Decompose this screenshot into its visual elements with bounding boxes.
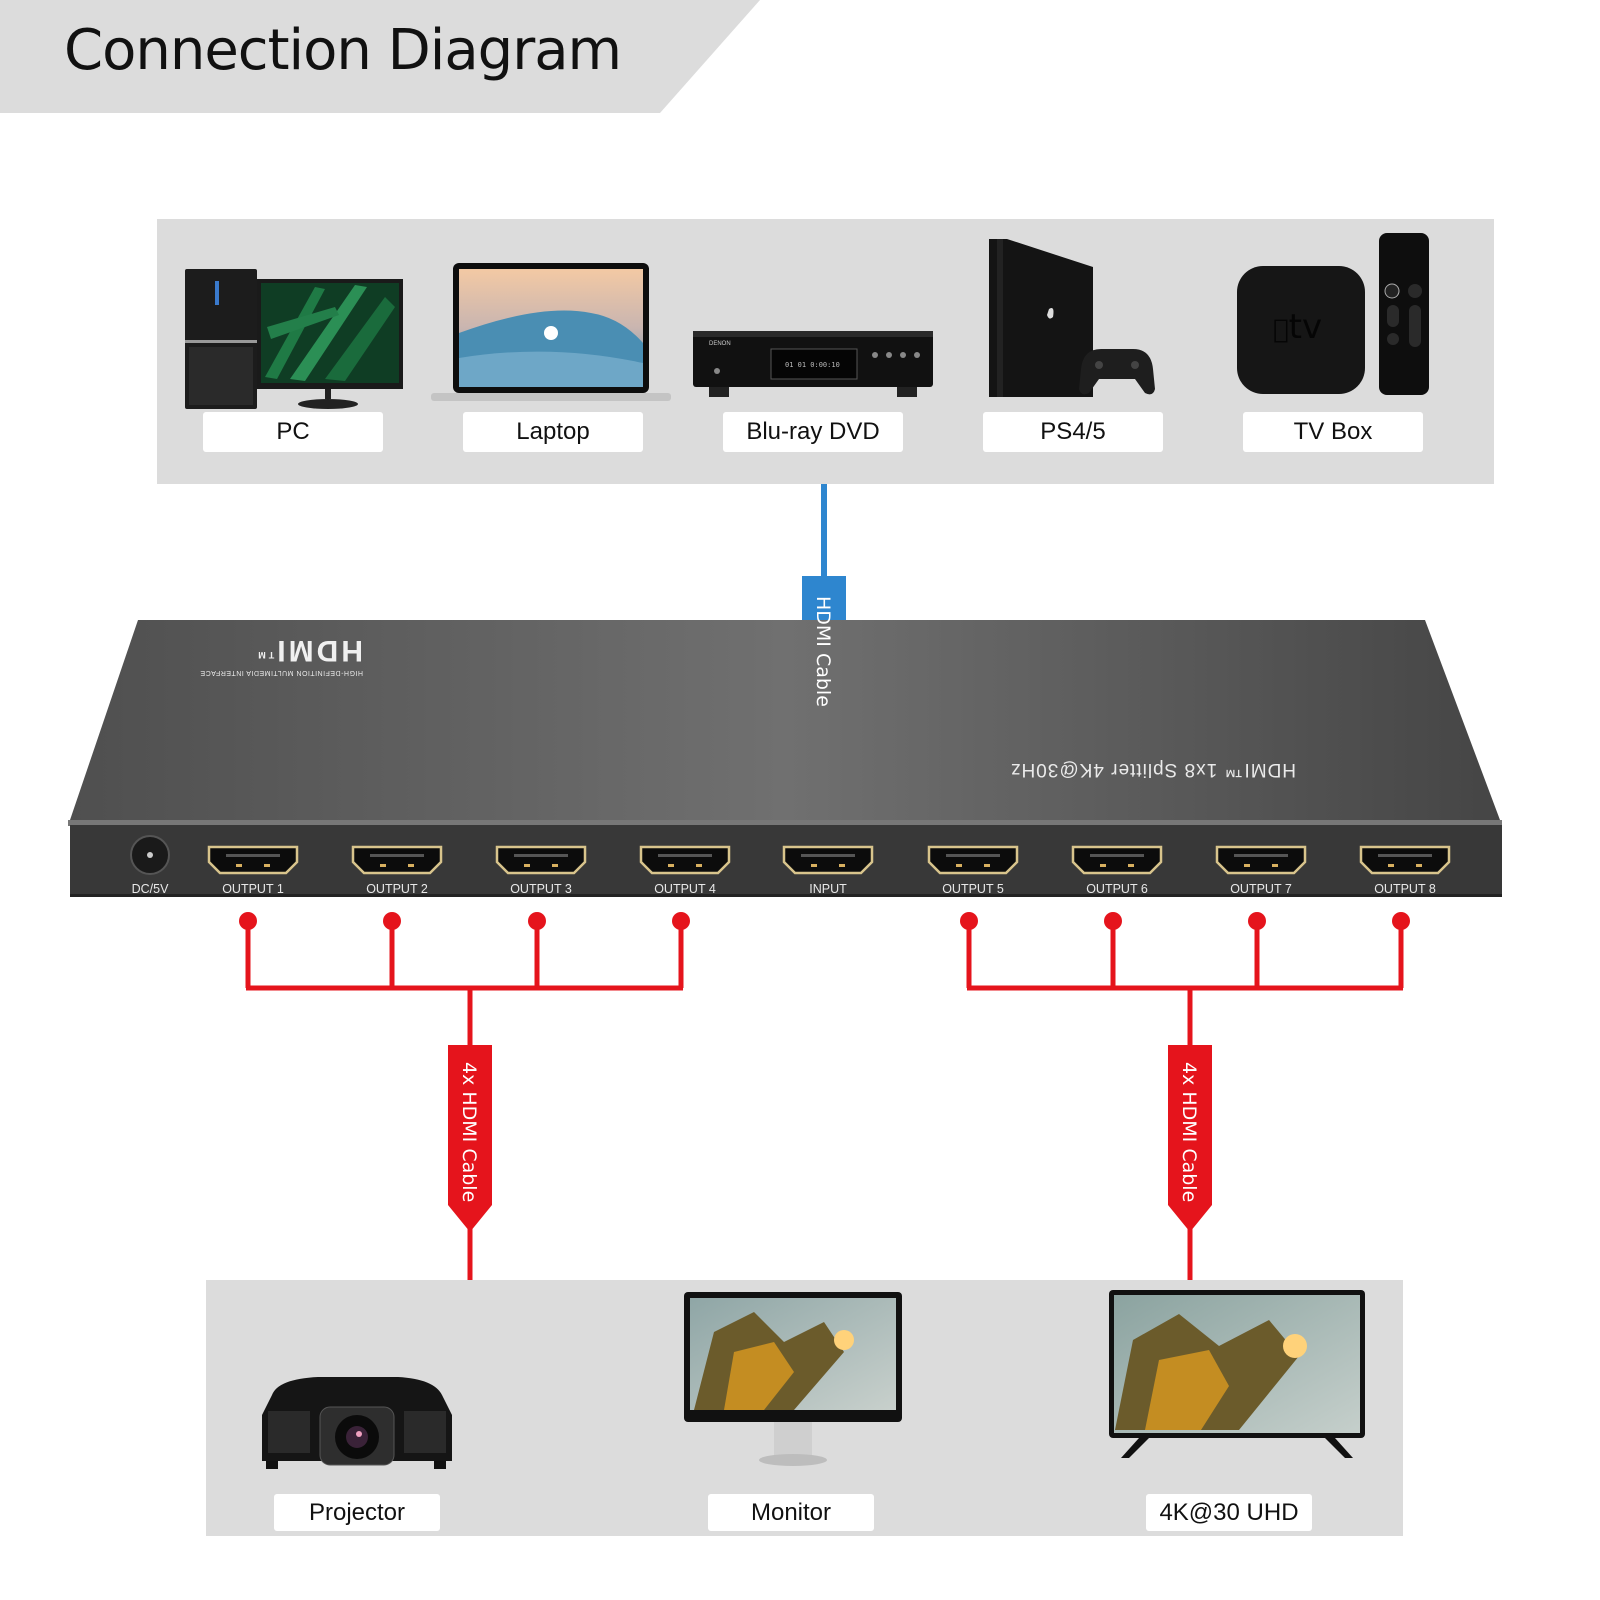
input-cable-label: HDMI Cable	[812, 596, 834, 707]
display-devices-panel: Projector Monitor	[206, 1280, 1403, 1536]
source-label-laptop: Laptop	[463, 412, 643, 452]
port-label: OUTPUT 7	[1230, 882, 1292, 896]
hdmi-logo-word: HDMI	[274, 634, 363, 667]
hdmi-logo-tm: TM	[255, 650, 275, 660]
tvbox-logo: tv	[1273, 307, 1322, 347]
projector-icon	[258, 1375, 454, 1473]
game-console-icon	[987, 237, 1157, 402]
source-label-text: PC	[276, 418, 310, 445]
display-label-text: Monitor	[750, 1498, 832, 1526]
source-label-bluray: Blu-ray DVD	[723, 412, 903, 452]
header-banner	[0, 0, 760, 113]
bluray-display: 01 01 0:00:10	[785, 361, 840, 369]
display-label-text: Projector	[308, 1498, 406, 1526]
hdmi-output-port[interactable]	[638, 844, 732, 881]
source-label-pc: PC	[203, 412, 383, 452]
source-label-ps: PS4/5	[983, 412, 1163, 452]
tv-box-icon: tv	[1237, 233, 1437, 398]
display-label-uhd-tv: 4K@30 UHD	[1146, 1494, 1312, 1531]
desktop-pc-icon	[185, 267, 405, 412]
display-label-monitor: Monitor	[708, 1494, 874, 1531]
hdmi-output-port[interactable]	[1070, 844, 1164, 881]
port-label: OUTPUT 1	[222, 882, 284, 896]
hdmi-logo-subtitle: HIGH-DEFINITION MULTIMEDIA INTERFACE	[200, 669, 363, 676]
hdmi-output-port[interactable]	[206, 844, 300, 881]
port-label: OUTPUT 3	[510, 882, 572, 896]
product-name-text: HDMI™ 1x8 Splitter 4K@30Hz	[1010, 759, 1297, 780]
hdmi-logo: HIGH-DEFINITION MULTIMEDIA INTERFACE HDM…	[200, 634, 363, 676]
output-cable-label-left: 4x HDMI Cable	[458, 1062, 480, 1203]
laptop-icon	[431, 263, 671, 403]
port-label: INPUT	[809, 882, 847, 896]
source-label-text: PS4/5	[1040, 418, 1106, 445]
tvbox-logo-text: tv	[1273, 307, 1322, 347]
display-label-text: 4K@30 UHD	[1159, 1498, 1299, 1526]
monitor-icon	[684, 1292, 902, 1472]
hdmi-output-port[interactable]	[494, 844, 588, 881]
bluray-player-icon: DENON 01 01 0:00:10	[693, 327, 933, 397]
port-label: OUTPUT 5	[942, 882, 1004, 896]
hdmi-output-port[interactable]	[350, 844, 444, 881]
hdmi-input-port[interactable]	[781, 844, 875, 881]
port-label: OUTPUT 6	[1086, 882, 1148, 896]
hdmi-logo-text: HDMITM	[200, 634, 363, 669]
source-label-text: Blu-ray DVD	[746, 418, 880, 445]
hdmi-output-port[interactable]	[1214, 844, 1308, 881]
output-cable-label-right: 4x HDMI Cable	[1178, 1062, 1200, 1203]
port-label: OUTPUT 8	[1374, 882, 1436, 896]
port-label: OUTPUT 2	[366, 882, 428, 896]
hdmi-output-port[interactable]	[1358, 844, 1452, 881]
source-label-tvbox: TV Box	[1243, 412, 1423, 452]
source-label-text: TV Box	[1293, 418, 1373, 445]
source-devices-panel: PC Laptop DENON 01 01 0:00	[157, 219, 1494, 484]
page-title: Connection Diagram	[64, 18, 622, 83]
hdmi-splitter: HIGH-DEFINITION MULTIMEDIA INTERFACE HDM…	[60, 610, 1510, 910]
source-label-text: Laptop	[516, 418, 590, 445]
uhd-tv-icon	[1109, 1290, 1365, 1460]
hdmi-output-port[interactable]	[926, 844, 1020, 881]
bluray-brand: DENON	[709, 341, 731, 347]
power-jack-label: DC/5V	[131, 882, 169, 896]
display-label-projector: Projector	[274, 1494, 440, 1531]
port-label: OUTPUT 4	[654, 882, 716, 896]
